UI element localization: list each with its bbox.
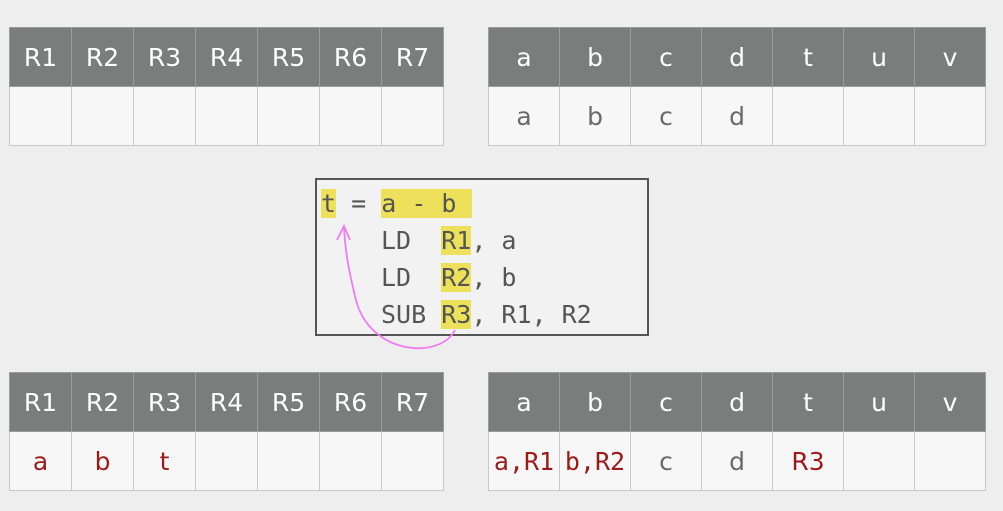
table-cell	[319, 86, 382, 146]
table-cell: d	[701, 431, 773, 491]
table-row: a b c d	[488, 86, 986, 146]
header-cell: R4	[195, 27, 258, 87]
table-cell	[381, 431, 444, 491]
header-cell: R2	[71, 27, 134, 87]
operand-rest: , a	[471, 226, 517, 255]
header-cell: b	[559, 372, 631, 432]
table-cell	[772, 86, 844, 146]
table-cell: a	[488, 86, 560, 146]
table-cell	[843, 86, 915, 146]
table-cell	[381, 86, 444, 146]
header-cell: R2	[71, 372, 134, 432]
header-cell: R3	[133, 372, 196, 432]
code-line-load-b: LD R2, b	[381, 262, 516, 294]
table-row: a,R1 b,R2 c d R3	[488, 431, 986, 491]
header-cell: R5	[257, 27, 320, 87]
header-cell: v	[914, 27, 986, 87]
header-cell: b	[559, 27, 631, 87]
header-cell: R1	[9, 372, 72, 432]
code-box: t = a - b LD R1, a LD R2, b SUB R3, R1, …	[315, 178, 649, 336]
operand-rest: , R1, R2	[471, 300, 592, 329]
operand-rest: , b	[471, 263, 517, 292]
header-cell: R1	[9, 27, 72, 87]
header-cell: v	[914, 372, 986, 432]
table-cell	[319, 431, 382, 491]
register-descriptor-before: R1 R2 R3 R4 R5 R6 R7	[9, 27, 444, 146]
table-cell: b,R2	[559, 431, 631, 491]
table-cell	[257, 86, 320, 146]
table-cell: a,R1	[488, 431, 560, 491]
register-operand: R1	[441, 226, 472, 255]
expression: a - b	[381, 189, 472, 218]
code-line-assignment: t = a - b	[321, 188, 472, 220]
code-line-load-a: LD R1, a	[381, 225, 516, 257]
header-cell: c	[630, 372, 702, 432]
header-cell: R3	[133, 27, 196, 87]
header-cell: d	[701, 372, 773, 432]
table-cell	[195, 86, 258, 146]
table-cell: b	[71, 431, 134, 491]
header-cell: R6	[319, 372, 382, 432]
table-cell	[843, 431, 915, 491]
header-cell: R4	[195, 372, 258, 432]
table-cell	[257, 431, 320, 491]
address-descriptor-before: a b c d t u v a b c d	[488, 27, 986, 146]
header-cell: d	[701, 27, 773, 87]
table-header-row: R1 R2 R3 R4 R5 R6 R7	[9, 372, 444, 432]
table-header-row: a b c d t u v	[488, 27, 986, 87]
table-cell	[914, 86, 986, 146]
table-cell: R3	[772, 431, 844, 491]
register-descriptor-after: R1 R2 R3 R4 R5 R6 R7 a b t	[9, 372, 444, 491]
table-cell: c	[630, 431, 702, 491]
register-operand: R3	[441, 300, 472, 329]
header-cell: R7	[381, 372, 444, 432]
table-cell: d	[701, 86, 773, 146]
header-cell: a	[488, 372, 560, 432]
table-header-row: R1 R2 R3 R4 R5 R6 R7	[9, 27, 444, 87]
table-cell	[9, 86, 72, 146]
address-descriptor-after: a b c d t u v a,R1 b,R2 c d R3	[488, 372, 986, 491]
table-cell	[914, 431, 986, 491]
table-cell: a	[9, 431, 72, 491]
register-operand: R2	[441, 263, 472, 292]
header-cell: c	[630, 27, 702, 87]
table-header-row: a b c d t u v	[488, 372, 986, 432]
header-cell: a	[488, 27, 560, 87]
table-cell	[133, 86, 196, 146]
table-row: a b t	[9, 431, 444, 491]
opcode: LD	[381, 226, 442, 255]
header-cell: u	[843, 27, 915, 87]
table-row	[9, 86, 444, 146]
table-cell	[71, 86, 134, 146]
opcode: LD	[381, 263, 442, 292]
equals-sign: =	[336, 189, 382, 218]
opcode: SUB	[381, 300, 442, 329]
header-cell: R5	[257, 372, 320, 432]
header-cell: u	[843, 372, 915, 432]
target-variable: t	[321, 189, 337, 218]
header-cell: R6	[319, 27, 382, 87]
header-cell: t	[772, 372, 844, 432]
table-cell: t	[133, 431, 196, 491]
table-cell	[195, 431, 258, 491]
header-cell: R7	[381, 27, 444, 87]
table-cell: c	[630, 86, 702, 146]
code-line-subtract: SUB R3, R1, R2	[381, 299, 592, 331]
header-cell: t	[772, 27, 844, 87]
table-cell: b	[559, 86, 631, 146]
